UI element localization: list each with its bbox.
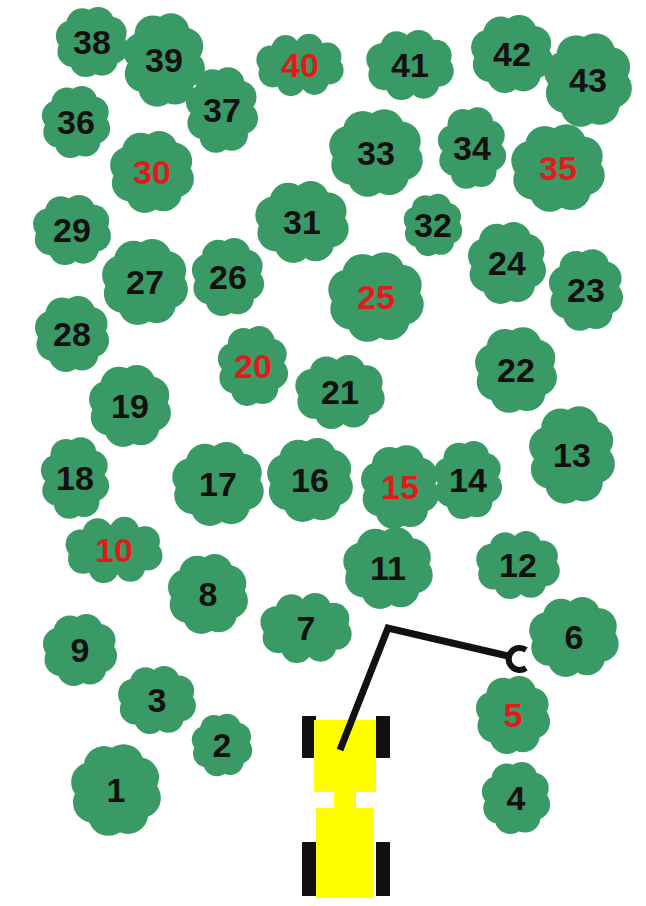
tree: 16 [266,437,354,523]
tree-number: 32 [414,208,452,242]
tree: 29 [32,194,112,266]
tree-number: 40 [281,48,319,82]
tree: 8 [167,553,249,635]
tree: 4 [481,761,551,835]
tree: 38 [55,6,129,78]
tree: 32 [403,193,463,257]
tree-number: 25 [357,280,395,314]
tree-number: 30 [133,155,171,189]
tree-number: 15 [381,470,419,504]
tree: 41 [365,29,455,101]
tree: 17 [171,441,265,527]
grapple-claw [509,648,526,670]
tree-number: 18 [56,461,94,495]
tree: 30 [109,130,195,214]
tree: 22 [474,326,558,414]
tree: 31 [254,180,350,264]
tree-number: 19 [111,389,149,423]
tree-number: 42 [493,37,531,71]
tree-number: 2 [213,728,232,762]
tree: 26 [191,237,265,317]
tree: 14 [433,440,503,520]
tree-number: 13 [553,438,591,472]
tree: 7 [259,592,353,664]
tree-number: 43 [569,63,607,97]
tree-number: 41 [391,48,429,82]
tree-number: 39 [145,43,183,77]
tree-number: 31 [283,205,321,239]
tree-number: 14 [449,463,487,497]
tree: 42 [470,14,554,94]
tree: 1 [70,743,162,837]
tree-number: 9 [71,633,90,667]
tree-number: 3 [148,683,167,717]
tree: 40 [255,33,345,97]
tree-number: 26 [209,260,247,294]
tree: 15 [360,444,440,530]
tree: 3 [117,665,197,735]
gap [358,796,372,802]
tree: 27 [101,238,189,326]
tree: 24 [467,221,547,305]
tree-number: 17 [199,467,237,501]
tree: 23 [548,248,624,332]
tree-number: 36 [57,105,95,139]
tree-number: 28 [53,317,91,351]
wheel [302,716,316,758]
tree-number: 23 [567,273,605,307]
tree: 13 [528,405,616,505]
tree-number: 35 [539,151,577,185]
tree: 28 [34,295,110,373]
tree: 34 [437,106,507,190]
tree-number: 38 [73,25,111,59]
tree-number: 4 [507,781,526,815]
tree: 10 [64,516,164,584]
tree: 11 [342,526,434,610]
tree: 12 [475,530,561,600]
tree-number: 37 [203,93,241,127]
tree-number: 22 [497,353,535,387]
wheel [302,842,316,896]
tree: 25 [327,251,425,343]
tree-number: 27 [126,265,164,299]
tree-number: 11 [370,551,406,585]
tree: 19 [88,364,172,448]
tree-number: 24 [488,246,526,280]
tree: 43 [543,32,633,128]
tree: 5 [475,675,551,755]
tree: 36 [41,85,111,159]
tree-number: 1 [107,773,126,807]
tree: 21 [294,354,386,430]
tree-number: 10 [95,533,133,567]
wheel [376,716,390,758]
tractor-rear [316,808,374,898]
tree-number: 29 [53,213,91,247]
tree: 9 [42,613,118,687]
tree: 6 [528,596,620,678]
tree-number: 33 [357,136,395,170]
tree: 33 [328,108,424,198]
tree-number: 20 [234,349,272,383]
tree-number: 34 [453,131,491,165]
tree-number: 7 [297,611,316,645]
tree: 35 [510,123,606,213]
tree-number: 12 [499,548,537,582]
gap [318,796,332,802]
tree-number: 6 [565,620,584,654]
tree-number: 5 [504,698,523,732]
tree: 20 [217,325,289,407]
tree-number: 8 [199,577,218,611]
wheel [376,842,390,896]
tree-number: 16 [291,463,329,497]
tree: 2 [191,713,253,777]
tree-number: 21 [321,375,359,409]
tree: 39 [122,12,206,108]
tree: 18 [40,436,110,520]
